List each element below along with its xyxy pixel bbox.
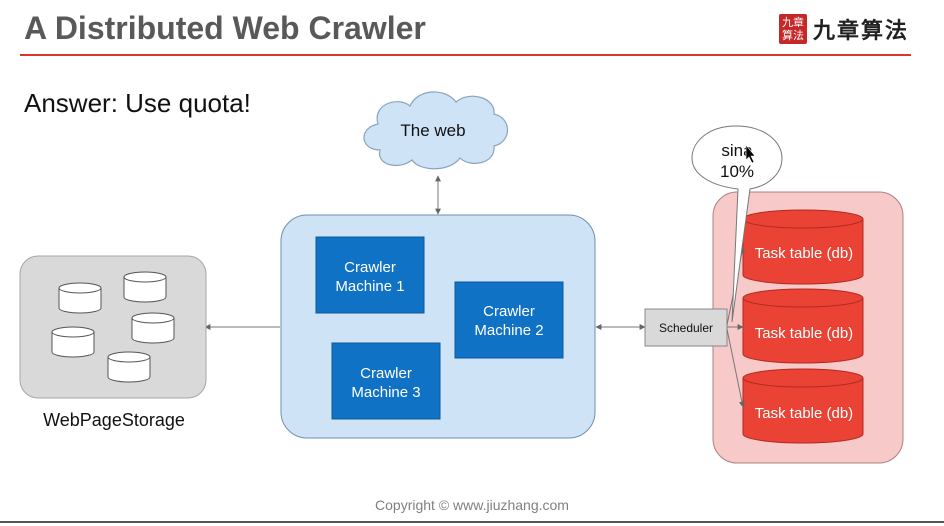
webpage-storage-panel	[19, 255, 207, 399]
title-rule	[20, 54, 911, 56]
page-title: A Distributed Web Crawler	[24, 10, 426, 46]
scheduler-box: Scheduler	[644, 308, 728, 347]
bottom-rule	[0, 521, 944, 523]
task-table-db-3: Task table (db)	[742, 368, 864, 444]
answer-text: Answer: Use quota!	[24, 88, 251, 118]
copyright-footer: Copyright © www.jiuzhang.com	[375, 497, 569, 513]
crawler-machine-3-line1: Crawler	[360, 365, 412, 382]
task-table-label-2: Task table (db)	[755, 325, 853, 342]
callout-line2: 10%	[720, 162, 754, 181]
cursor-icon	[745, 144, 756, 164]
task-table-panel: Task table (db) Task table (db) Task tab…	[712, 191, 904, 464]
logo-text: 九章算法	[813, 18, 910, 44]
task-table-db-1: Task table (db)	[742, 209, 864, 285]
database-icon	[123, 271, 167, 303]
crawler-machine-1-line2: Machine 1	[335, 278, 404, 295]
sina-quota-callout: sina 10%	[691, 125, 783, 323]
crawler-cluster-panel: Crawler Machine 1 Crawler Machine 2 Craw…	[280, 214, 596, 439]
task-table-label-3: Task table (db)	[755, 405, 853, 422]
database-icon	[58, 282, 102, 314]
crawler-machine-3: Crawler Machine 3	[331, 342, 441, 420]
crawler-machine-3-line2: Machine 3	[351, 384, 420, 401]
scheduler-to-table-3-arrow	[726, 328, 745, 408]
crawler-machine-2: Crawler Machine 2	[454, 281, 564, 359]
callout-line1: sina	[721, 141, 753, 160]
crawler-machine-1: Crawler Machine 1	[315, 236, 425, 314]
cloud-label: The web	[400, 121, 465, 140]
task-table-label-1: Task table (db)	[755, 245, 853, 262]
cloud-icon	[363, 91, 509, 170]
database-icon	[107, 351, 151, 383]
scheduler-label: Scheduler	[659, 321, 713, 335]
database-icon	[51, 326, 95, 358]
webpage-storage-label: WebPageStorage	[43, 410, 185, 430]
crawler-machine-2-line2: Machine 2	[474, 322, 543, 339]
jiuzhang-logo: 九章算法 九章算法	[779, 12, 909, 46]
logo-seal-icon: 九章算法	[779, 14, 807, 44]
database-icon	[131, 312, 175, 344]
task-table-db-2: Task table (db)	[742, 288, 864, 364]
crawler-machine-2-line1: Crawler	[483, 303, 535, 320]
crawler-machine-1-line1: Crawler	[344, 259, 396, 276]
web-cloud: The web	[363, 91, 509, 170]
